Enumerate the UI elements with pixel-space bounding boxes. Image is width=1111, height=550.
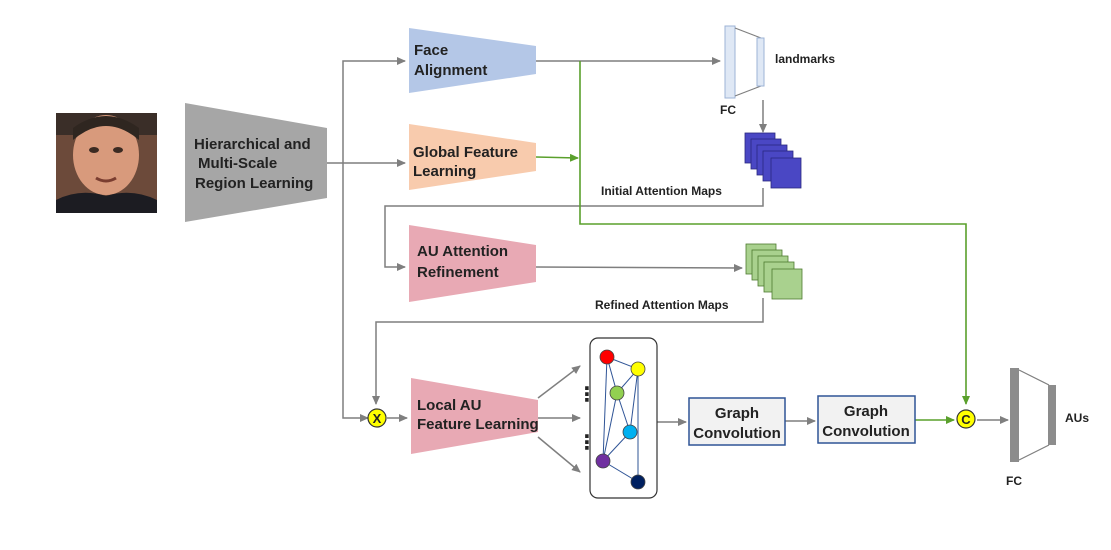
global-feature-block <box>409 124 536 190</box>
face-photo-icon <box>56 113 157 213</box>
arrow-to-multiply-from-refined <box>372 298 764 405</box>
arrow-to-multiply <box>342 163 369 422</box>
refined-attention-maps-stack <box>745 243 803 300</box>
face-alignment-label-line-2: Alignment <box>414 62 487 79</box>
au-attention-label-line-2: Refinement <box>417 264 499 281</box>
fc-top-label: FC <box>720 103 736 117</box>
hierarchical-label-line-2: Multi-Scale <box>198 155 277 172</box>
arrow-local-down <box>537 436 581 473</box>
au-attention-label-line-1: AU Attention <box>417 243 508 260</box>
graph-node-yellow <box>630 361 646 377</box>
face-alignment-block <box>409 28 536 93</box>
graph-node-navy <box>630 474 646 490</box>
global-feature-label-line-1: Global Feature <box>413 144 518 161</box>
green-arrow-global <box>535 153 579 162</box>
graph-convolution-2-block: Graph Convolution <box>817 395 916 444</box>
graph-node-green <box>609 385 625 401</box>
au-attention-refinement-block <box>409 225 536 302</box>
refined-maps-label: Refined Attention Maps <box>595 298 729 312</box>
arrow-to-au-attention <box>384 188 764 271</box>
hierarchical-label-line-3: Region Learning <box>195 175 313 192</box>
fc-bottom-label: FC <box>1006 474 1022 488</box>
local-au-feature-block <box>411 378 538 454</box>
multiply-symbol: X <box>373 411 382 426</box>
hierarchical-label-line-1: Hierarchical and <box>194 136 311 153</box>
fc-top-block <box>724 25 765 99</box>
local-au-label-line-2: Feature Learning <box>417 416 539 433</box>
arrow-local-up <box>537 365 581 399</box>
landmarks-label: landmarks <box>775 52 835 66</box>
local-au-label-line-1: Local AU <box>417 397 481 414</box>
hierarchical-region-learning-block <box>185 103 327 222</box>
initial-maps-label: Initial Attention Maps <box>601 184 722 198</box>
graph-node-red <box>599 349 615 365</box>
concat-symbol: C <box>961 412 971 427</box>
concat-operator: C <box>956 409 976 429</box>
graph-conv-1-line-1: Graph <box>715 405 759 422</box>
au-graph-box <box>589 337 658 499</box>
face-alignment-label-line-1: Face <box>414 42 448 59</box>
graph-convolution-1-block: Graph Convolution <box>688 397 786 446</box>
graph-node-cyan <box>622 424 638 440</box>
aus-label: AUs <box>1065 411 1089 425</box>
arrow-to-face-alignment <box>342 57 406 163</box>
gray-connectors <box>327 57 1009 473</box>
initial-attention-maps-stack <box>744 132 802 189</box>
graph-conv-2-line-1: Graph <box>844 403 888 420</box>
graph-conv-1-line-2: Convolution <box>693 425 780 442</box>
green-arrow-to-concat <box>579 61 970 405</box>
arrow-to-refined-maps <box>535 263 743 272</box>
multiply-operator: X <box>367 408 387 428</box>
green-connectors <box>535 61 970 424</box>
graph-node-purple <box>595 453 611 469</box>
fc-bottom-block <box>1010 368 1056 462</box>
graph-conv-2-line-2: Convolution <box>822 423 909 440</box>
global-feature-label-line-2: Learning <box>413 163 476 180</box>
